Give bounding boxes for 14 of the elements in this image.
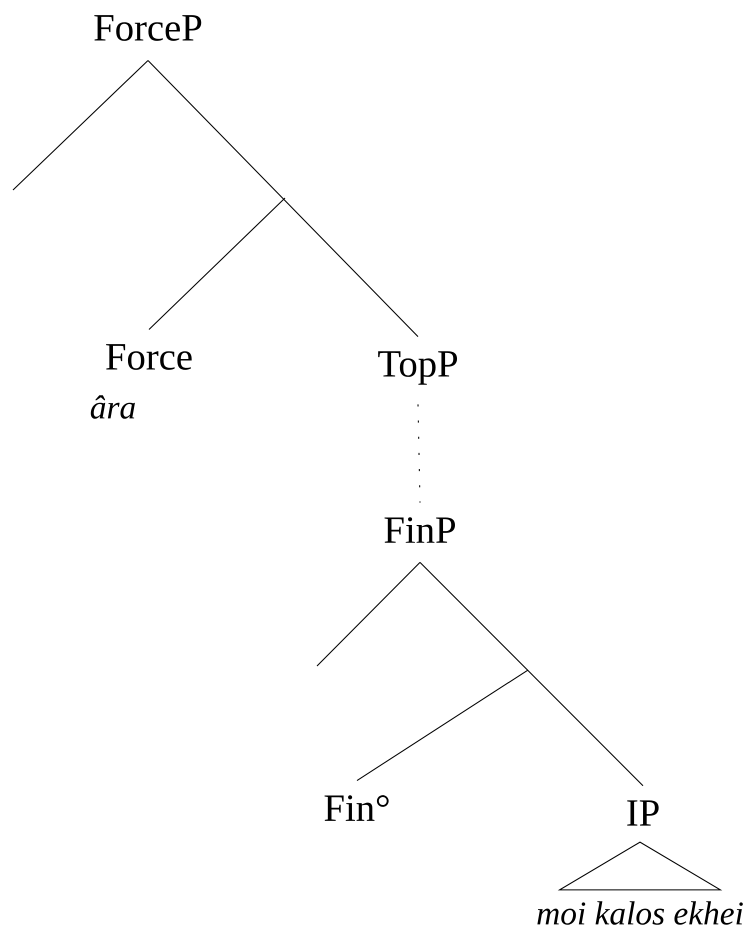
- branch-line: [316, 562, 420, 666]
- tree-label: Fin°: [324, 795, 389, 821]
- branch-line: [12, 60, 148, 190]
- word-label: âra: [90, 395, 135, 419]
- tree-label: ForceP: [94, 15, 202, 41]
- tree-label: TopP: [378, 351, 458, 385]
- tree-label: IP: [627, 800, 659, 826]
- branch-line: [148, 60, 418, 337]
- tree-label: Force: [106, 344, 192, 370]
- branch-line: [356, 670, 528, 781]
- tree-label: FinP: [384, 517, 455, 543]
- word-label: moi kalos ekhei: [537, 901, 743, 925]
- branch-line: [420, 562, 644, 786]
- branch-line: [148, 198, 286, 330]
